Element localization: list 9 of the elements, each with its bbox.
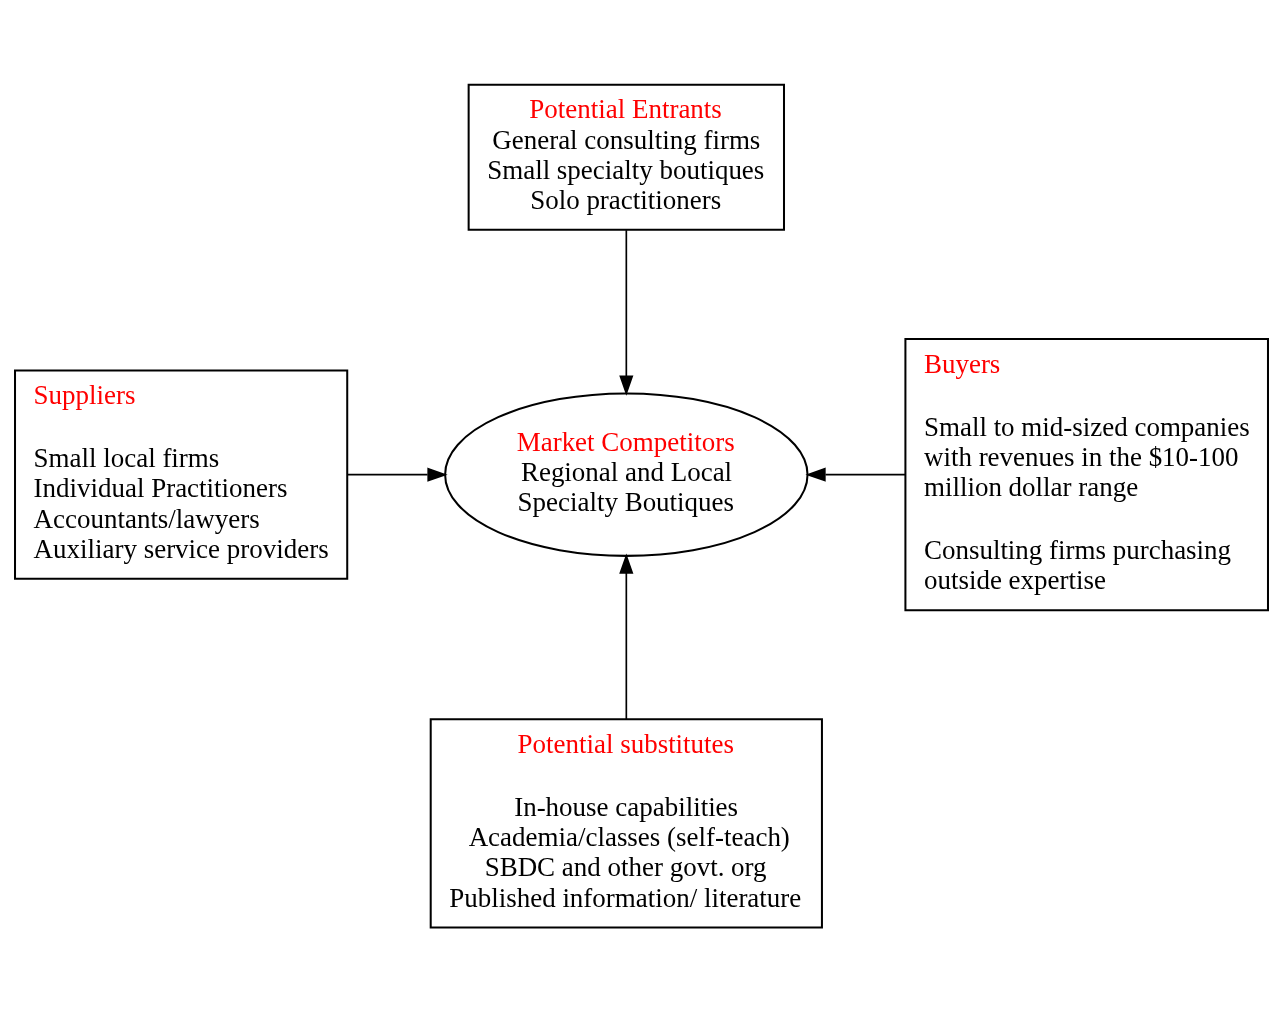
node-box: Potential Entrants General consulting firms Small specialty boutiques Solo practitioners — [467, 83, 785, 231]
arrow — [619, 552, 634, 720]
node-ellipse: Market Competitors Regional and Local Specialty Boutiques — [444, 391, 809, 557]
node-box: Suppliers Small local firms Individual Practitioners Accountants/lawyers Auxiliary service providers — [14, 369, 349, 580]
node-box: Buyers Small to mid-sized companies with revenues in the $10-100 million dollar range Consulting firms purchasing outside expertise — [904, 337, 1269, 611]
arrow — [346, 467, 448, 482]
arrow — [805, 467, 907, 482]
node-box: Potential substitutes In-house capabilities Academia/classes (self-teach) SBDC and other govt. org Published information/ literature — [429, 717, 823, 928]
arrow — [619, 228, 634, 396]
